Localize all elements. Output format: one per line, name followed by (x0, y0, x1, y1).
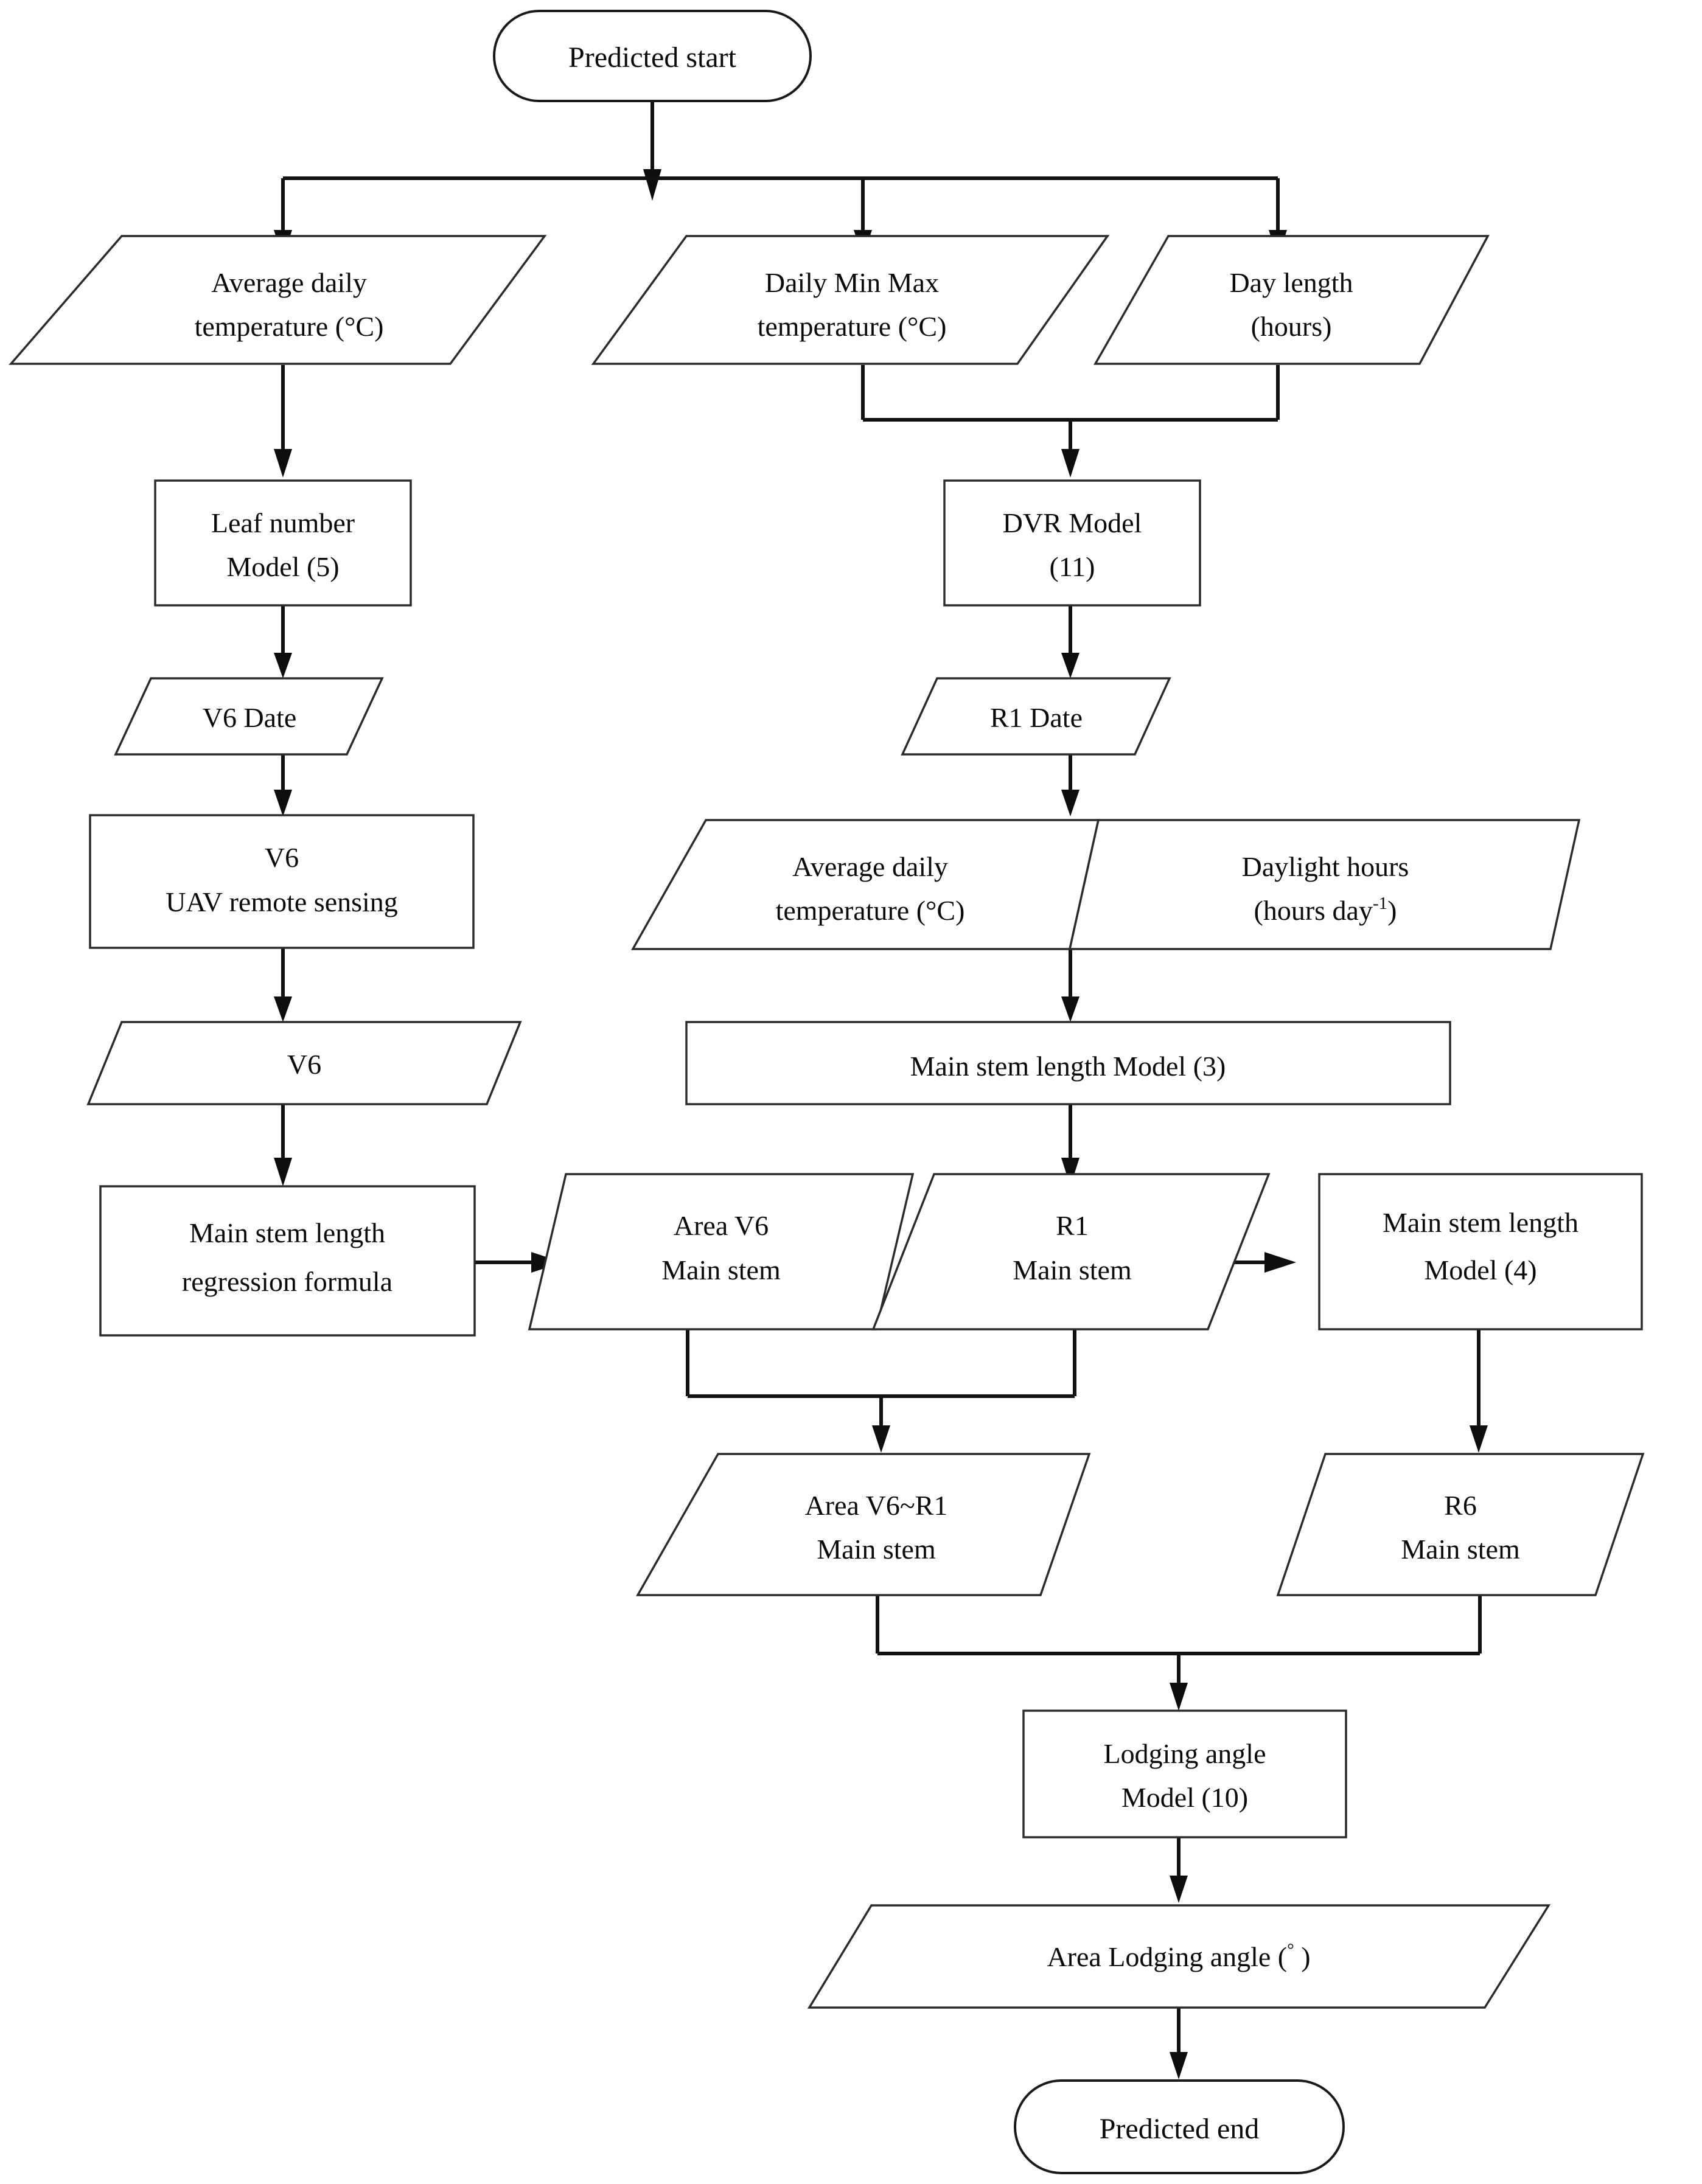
node-predicted-start-label: Predicted start (568, 41, 737, 74)
arrowhead-r1mainstem (1061, 1158, 1079, 1186)
node-average-daily-temperature-mid[interactable]: Average daily temperature (°C) (630, 819, 1100, 950)
arrowhead-dvr (1061, 449, 1079, 478)
node-v6-date[interactable]: V6 Date (114, 677, 384, 756)
area-lodging-post: ) (1294, 1941, 1311, 1972)
node-v6-date-label: V6 Date (203, 702, 297, 733)
node-avg-temp-mid-line1: Average daily (792, 851, 948, 882)
node-predicted-start[interactable]: Predicted start (493, 10, 812, 102)
node-lodging-angle-model[interactable]: Lodging angle Model (10) (1022, 1709, 1347, 1838)
node-dvr-model-line1: DVR Model (1003, 507, 1142, 538)
node-leaf-number-model-line1: Leaf number (211, 507, 355, 538)
arrowhead-regression (274, 1158, 292, 1186)
node-mslm3-label: Main stem length Model (3) (910, 1051, 1226, 1082)
node-daily-minmax-line2: temperature (°C) (758, 311, 947, 342)
arrowhead-arealodging (1170, 1876, 1188, 1903)
node-lodging-angle-line2: Model (10) (1121, 1782, 1248, 1813)
node-v6[interactable]: V6 (86, 1021, 522, 1105)
node-day-length-line1: Day length (1229, 267, 1353, 298)
node-area-v6-r1-main-stem[interactable]: Area V6~R1 Main stem (635, 1453, 1091, 1596)
arrowhead-v6date (274, 653, 292, 678)
arrowhead-v6 (274, 996, 292, 1022)
node-average-daily-temperature-left[interactable]: Average daily temperature (°C) (9, 235, 547, 365)
node-uav-line1: V6 (265, 842, 299, 873)
node-daylight-hours-line1: Daylight hours (1242, 851, 1409, 882)
node-area-v6-r1-line1: Area V6~R1 (805, 1490, 948, 1521)
daylight-hours-unit-sup: -1 (1373, 894, 1387, 913)
node-area-lodging-angle-label: Area Lodging angle (° ) (1047, 1940, 1310, 1972)
node-v6-label: V6 (287, 1049, 321, 1080)
node-r6-line2: Main stem (1401, 1534, 1520, 1565)
node-leaf-number-model-line2: Model (5) (226, 551, 339, 582)
node-predicted-end[interactable]: Predicted end (1014, 2079, 1345, 2174)
node-daily-minmax-line1: Daily Min Max (765, 267, 939, 298)
daylight-hours-unit-post: ) (1387, 895, 1397, 926)
node-r1-main-stem-line2: Main stem (1013, 1254, 1132, 1285)
node-avg-temp-mid-line2: temperature (°C) (776, 895, 965, 926)
node-daylight-hours[interactable]: Daylight hours (hours day-1) (1068, 819, 1581, 950)
arrowhead-mslm4 (1264, 1252, 1296, 1273)
node-r6-main-stem[interactable]: R6 Main stem (1276, 1453, 1645, 1596)
arrowhead-avgtemp-mid (1061, 790, 1079, 816)
node-dvr-model-line2: (11) (1050, 551, 1095, 582)
arrowhead-areav6r1 (872, 1425, 890, 1453)
node-mslm4-line2: Model (4) (1424, 1254, 1536, 1285)
node-r1-main-stem[interactable]: R1 Main stem (871, 1173, 1271, 1330)
node-main-stem-length-model-4[interactable]: Main stem length Model (4) (1318, 1173, 1643, 1330)
node-regression-line1: Main stem length (189, 1217, 385, 1248)
node-lodging-angle-line1: Lodging angle (1104, 1738, 1266, 1769)
node-leaf-number-model[interactable]: Leaf number Model (5) (154, 479, 412, 607)
node-area-lodging-angle[interactable]: Area Lodging angle (° ) (807, 1904, 1551, 2009)
node-r6-line1: R6 (1444, 1490, 1477, 1521)
arrowhead-lodging (1170, 1683, 1188, 1711)
node-r1-date[interactable]: R1 Date (901, 677, 1171, 756)
node-main-stem-length-model-3[interactable]: Main stem length Model (3) (685, 1021, 1451, 1105)
node-area-v6-main-stem[interactable]: Area V6 Main stem (528, 1173, 915, 1330)
arrowhead-uav (274, 790, 292, 816)
node-avg-temp-left-line1: Average daily (211, 267, 367, 298)
node-main-stem-length-regression-formula[interactable]: Main stem length regression formula (99, 1185, 476, 1337)
node-r1-main-stem-line1: R1 (1056, 1210, 1089, 1241)
node-area-v6-r1-line2: Main stem (817, 1534, 936, 1565)
node-daily-min-max-temperature[interactable]: Daily Min Max temperature (°C) (591, 235, 1110, 365)
node-predicted-end-label: Predicted end (1100, 2113, 1260, 2145)
node-uav-line2: UAV remote sensing (166, 886, 398, 917)
node-avg-temp-left-line2: temperature (°C) (195, 311, 384, 342)
connector-layer (274, 100, 1488, 2079)
area-lodging-pre: Area Lodging angle ( (1047, 1941, 1287, 1972)
area-lodging-degree-sup: ° (1287, 1940, 1294, 1960)
daylight-hours-unit-pre: (hours day (1254, 895, 1373, 926)
node-dvr-model[interactable]: DVR Model (11) (943, 479, 1201, 607)
node-r1-date-label: R1 Date (990, 702, 1083, 733)
node-day-length-line2: (hours) (1251, 311, 1332, 342)
node-area-v6-line2: Main stem (661, 1254, 781, 1285)
node-area-v6-line1: Area V6 (674, 1210, 769, 1241)
arrowhead-mslm3 (1061, 996, 1079, 1022)
node-daylight-hours-line2: (hours day-1) (1254, 894, 1397, 926)
node-v6-uav-remote-sensing[interactable]: V6 UAV remote sensing (89, 814, 475, 949)
arrowhead-r1date (1061, 653, 1079, 678)
node-regression-line2: regression formula (182, 1266, 392, 1297)
node-mslm4-line1: Main stem length (1383, 1207, 1578, 1238)
arrowhead-r6 (1470, 1425, 1488, 1453)
arrowhead-start-bar (643, 169, 661, 201)
arrowhead-end (1170, 2052, 1188, 2079)
node-day-length[interactable]: Day length (hours) (1093, 235, 1490, 365)
arrowhead-leafmodel (274, 449, 292, 478)
